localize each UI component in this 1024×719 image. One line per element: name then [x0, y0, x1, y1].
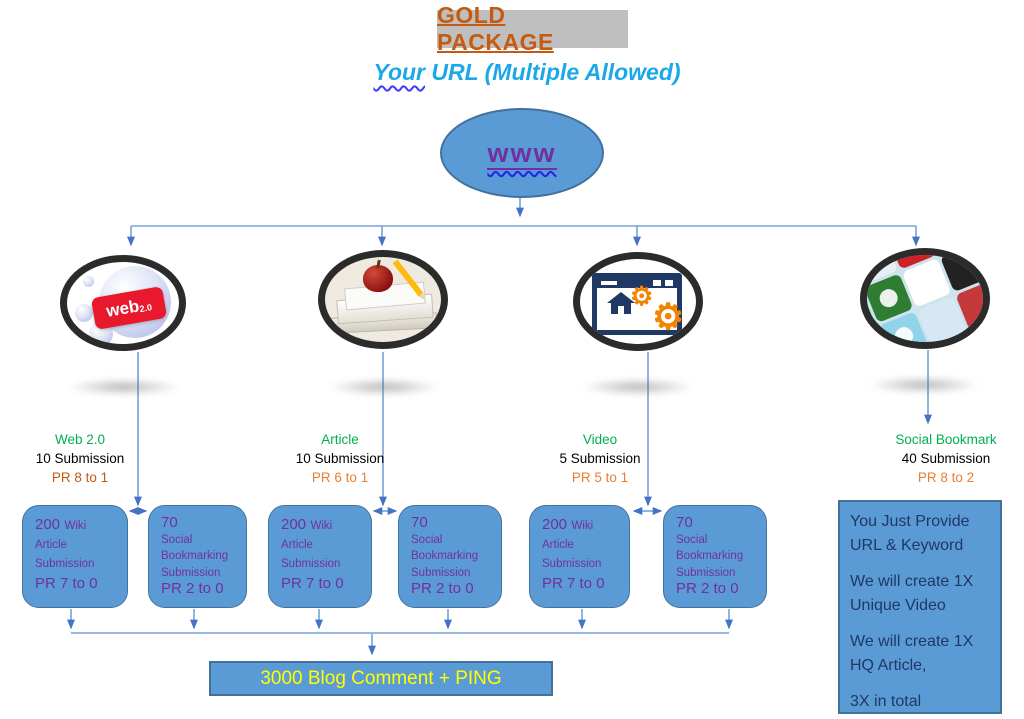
browser-square-icon	[653, 280, 661, 286]
info-line: We will create 1X Unique Video	[850, 573, 974, 614]
home-roof-icon	[607, 292, 635, 303]
social-count: 70	[411, 514, 428, 531]
www-label: www	[487, 137, 557, 170]
branch-label-social-bookmark: Social Bookmark 40 Submission PR 8 to 2	[856, 430, 1024, 487]
home-door-icon	[618, 306, 624, 314]
subtitle: Your URL (Multiple Allowed)	[352, 59, 702, 86]
info-line: We will create 1X HQ Article,	[850, 633, 974, 674]
branch-label-article: Article 10 Submission PR 6 to 1	[270, 430, 410, 487]
social-line: Submission	[676, 566, 736, 579]
video-image-node: ⚙ ⚙	[573, 252, 703, 351]
wiki-line: Article	[35, 539, 67, 551]
wiki-pr: PR 7 to 0	[542, 575, 605, 592]
wiki-pr: PR 7 to 0	[35, 575, 98, 592]
social-count: 70	[676, 514, 693, 531]
info-line: You Just Provide URL & Keyword	[850, 513, 970, 554]
subtitle-rest: URL (Multiple Allowed)	[425, 59, 681, 85]
wiki-word: Wiki	[310, 520, 333, 532]
wiki-count: 200	[542, 516, 568, 533]
social-icons-collage	[867, 248, 983, 342]
social-pr: PR 2 to 0	[411, 580, 474, 597]
gear-icon: ⚙	[630, 281, 654, 311]
social-bookmark-image-node	[860, 248, 990, 349]
bubble-icon	[83, 276, 94, 287]
web20-badge-text: web	[104, 296, 141, 321]
wiki-word: Wiki	[571, 520, 594, 532]
apple-icon	[363, 265, 393, 292]
wiki-line: Submission	[542, 558, 602, 570]
social-pr: PR 2 to 0	[161, 580, 224, 597]
branch-name: Article	[321, 432, 359, 447]
branch-pr: PR 6 to 1	[311, 470, 369, 485]
social-pr: PR 2 to 0	[676, 580, 739, 597]
browser-titlebar-icon	[597, 278, 677, 288]
www-node: www	[440, 108, 604, 198]
page-title-text: GOLD PACKAGE	[437, 2, 554, 55]
node1-shadow	[68, 378, 180, 396]
node2-shadow	[328, 378, 440, 396]
bubble-icon	[75, 304, 93, 322]
social-line: Submission	[411, 566, 471, 579]
branch-label-video: Video 5 Submission PR 5 to 1	[530, 430, 670, 487]
node3-shadow	[582, 378, 694, 396]
branch-name: Video	[582, 432, 618, 447]
wiki-article-box-2: 200 Wiki Article Submission PR 7 to 0	[268, 505, 372, 608]
wiki-line: Article	[281, 539, 313, 551]
wiki-word: Wiki	[64, 520, 87, 532]
page-title: GOLD PACKAGE	[437, 2, 628, 55]
social-bookmarking-box-2: 70 Social Bookmarking Submission PR 2 to…	[398, 505, 502, 608]
home-icon	[611, 302, 631, 314]
browser-dash-icon	[601, 281, 617, 285]
wiki-count: 200	[35, 516, 61, 533]
branch-name: Web 2.0	[54, 432, 106, 447]
www-underline: www	[487, 137, 557, 170]
subtitle-word-your: Your	[373, 59, 425, 85]
social-line: Social	[161, 533, 193, 546]
browser-window-icon	[592, 273, 682, 335]
branch-pr: PR 8 to 1	[51, 470, 109, 485]
wiki-article-box-1: 200 Wiki Article Submission PR 7 to 0	[22, 505, 128, 608]
wiki-count: 200	[281, 516, 307, 533]
gear-icon: ⚙	[652, 296, 685, 337]
branch-submissions: 10 Submission	[35, 451, 125, 466]
info-line: 3X in total	[850, 693, 922, 710]
social-tile-icon	[925, 248, 974, 254]
wiki-pr: PR 7 to 0	[281, 575, 344, 592]
branch-name: Social Bookmark	[895, 432, 997, 447]
blog-comment-box: 3000 Blog Comment + PING	[209, 661, 553, 696]
social-bookmarking-box-1: 70 Social Bookmarking Submission PR 2 to…	[148, 505, 247, 608]
branch-pr: PR 5 to 1	[571, 470, 629, 485]
social-bookmarking-box-3: 70 Social Bookmarking Submission PR 2 to…	[663, 505, 767, 608]
branch-label-web20: Web 2.0 10 Submission PR 8 to 1	[10, 430, 150, 487]
wiki-line: Submission	[35, 558, 95, 570]
web20-badge-sub: 2.0	[138, 302, 153, 315]
social-line: Social	[676, 533, 708, 546]
wiki-line: Submission	[281, 558, 341, 570]
branch-submissions: 40 Submission	[901, 451, 991, 466]
article-image-node	[318, 250, 448, 349]
social-line: Bookmarking	[676, 550, 744, 562]
branch-pr: PR 8 to 2	[917, 470, 975, 485]
branch-submissions: 10 Submission	[295, 451, 385, 466]
wiki-article-box-3: 200 Wiki Article Submission PR 7 to 0	[529, 505, 630, 608]
wiki-line: Article	[542, 539, 574, 551]
social-line: Bookmarking	[161, 550, 229, 562]
package-info-box: You Just Provide URL & Keyword We will c…	[838, 500, 1002, 714]
blog-comment-label: 3000 Blog Comment + PING	[260, 667, 502, 689]
branch-submissions: 5 Submission	[559, 451, 641, 466]
node4-shadow	[868, 376, 980, 394]
social-count: 70	[161, 514, 178, 531]
social-line: Submission	[161, 566, 221, 579]
social-line: Bookmarking	[411, 550, 479, 562]
social-line: Social	[411, 533, 443, 546]
browser-square-icon	[665, 280, 673, 286]
